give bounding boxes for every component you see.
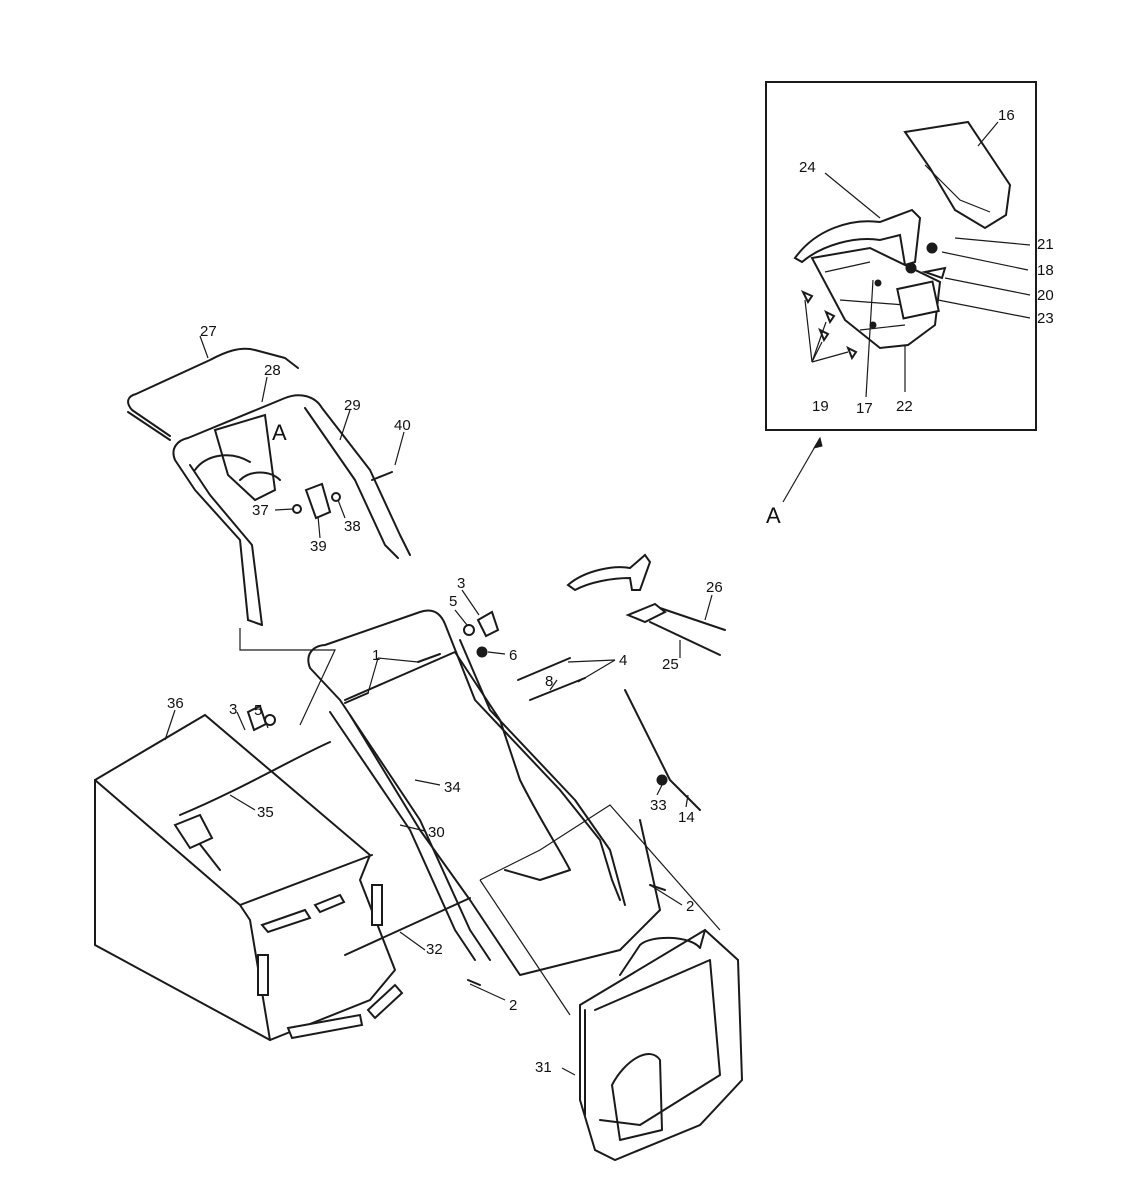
label-part-27: 27 xyxy=(200,323,217,340)
grass-catcher xyxy=(94,713,471,1042)
label-part-19: 19 xyxy=(812,398,829,415)
part-23-control xyxy=(896,280,940,320)
label-part-25: 25 xyxy=(662,656,679,673)
label-part-5-right: 5 xyxy=(449,593,457,610)
label-part-2-left: 2 xyxy=(509,997,517,1014)
label-part-24: 24 xyxy=(799,159,816,176)
part-6-nut xyxy=(476,646,488,658)
part-34-wire xyxy=(344,651,571,881)
part-1-bolt-lower xyxy=(344,692,369,704)
label-part-21: 21 xyxy=(1037,236,1054,253)
label-part-36: 36 xyxy=(167,695,184,712)
part-37-nut xyxy=(292,504,302,514)
part-33-nut xyxy=(656,774,668,786)
label-part-37: 37 xyxy=(252,502,269,519)
part-5-washer-right xyxy=(463,624,475,636)
upper-handle-assembly: A xyxy=(127,347,411,626)
part-31-bag xyxy=(579,928,744,1162)
label-part-35: 35 xyxy=(257,804,274,821)
label-part-22: 22 xyxy=(896,398,913,415)
label-part-3-left: 3 xyxy=(229,701,237,718)
connection-lines xyxy=(239,628,721,1016)
label-part-8: 8 xyxy=(545,673,553,690)
label-part-17: 17 xyxy=(856,400,873,417)
label-part-4: 4 xyxy=(619,652,627,669)
label-part-18: 18 xyxy=(1037,262,1054,279)
part-29-upper-handle xyxy=(172,394,411,621)
detail-callout-a: A xyxy=(766,503,781,528)
label-part-6: 6 xyxy=(509,647,517,664)
part-40-bolt xyxy=(371,471,393,481)
part-25-cable xyxy=(649,621,721,656)
label-part-34: 34 xyxy=(444,779,461,796)
part-38-washer xyxy=(331,492,341,502)
label-part-5-left: 5 xyxy=(254,702,262,719)
part-26-cable xyxy=(659,607,726,631)
label-part-29: 29 xyxy=(344,397,361,414)
part-30-lower-handle xyxy=(307,609,621,961)
label-part-23: 23 xyxy=(1037,310,1054,327)
label-part-3-right: 3 xyxy=(457,575,465,592)
part-36-bag xyxy=(94,713,397,1042)
part-1-bolt-upper xyxy=(417,653,441,663)
label-part-16: 16 xyxy=(998,107,1015,124)
label-part-26: 26 xyxy=(706,579,723,596)
label-part-38: 38 xyxy=(344,518,361,535)
label-part-2-right: 2 xyxy=(686,898,694,915)
part-39-bracket xyxy=(304,482,332,520)
control-lever xyxy=(566,553,652,592)
label-part-1: 1 xyxy=(372,647,380,664)
label-part-33: 33 xyxy=(650,797,667,814)
part-32-rod xyxy=(344,897,471,956)
part-4-rod xyxy=(517,657,571,681)
label-part-40: 40 xyxy=(394,417,411,434)
label-part-32: 32 xyxy=(426,941,443,958)
detail-view-a: 16 24 21 18 20 23 19 17 22 xyxy=(765,81,1054,431)
part-24-grip xyxy=(793,208,922,267)
part-8-rod xyxy=(529,677,586,701)
part-28-housing xyxy=(213,413,277,502)
label-part-14: 14 xyxy=(678,809,695,826)
label-part-20: 20 xyxy=(1037,287,1054,304)
detail-marker-a: A xyxy=(272,420,287,445)
label-part-39: 39 xyxy=(310,538,327,555)
control-bracket xyxy=(625,602,667,624)
part-27-bail xyxy=(127,347,299,437)
part-14-cable xyxy=(624,689,701,811)
part-3-knob-right xyxy=(476,610,500,638)
part-22-housing xyxy=(810,246,942,350)
label-part-30: 30 xyxy=(428,824,445,841)
label-part-28: 28 xyxy=(264,362,281,379)
label-part-31: 31 xyxy=(535,1059,552,1076)
